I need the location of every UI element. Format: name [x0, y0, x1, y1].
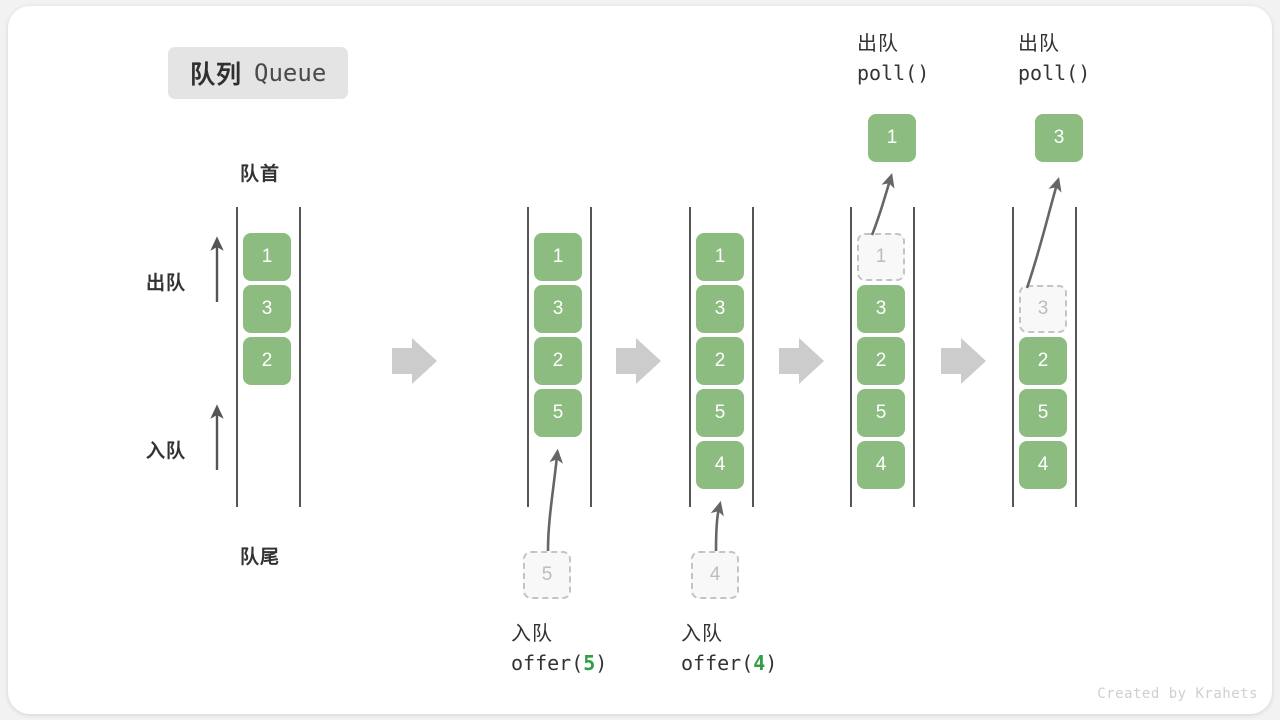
code-prefix: poll( [857, 61, 918, 85]
code-prefix: poll( [1018, 61, 1079, 85]
incoming-ghost-cell: 5 [523, 551, 571, 599]
code-suffix: ) [595, 651, 608, 675]
rail-right [590, 207, 592, 507]
enqueue-side-label: 入队 [146, 441, 187, 462]
operation-label-cn: 出队 [857, 33, 899, 55]
operation-label-cn: 入队 [511, 623, 553, 645]
queue-cell: 2 [857, 337, 905, 385]
watermark-credit: Created by Krahets [1097, 686, 1258, 702]
operation-label-poll-3: 出队 poll() [1018, 30, 1090, 88]
queue-cell: 2 [243, 337, 291, 385]
code-prefix: offer( [511, 651, 584, 675]
front-label: 队首 [240, 164, 281, 185]
operation-label-code: poll() [1018, 59, 1090, 88]
queue-cell: 4 [857, 441, 905, 489]
queue-cell: 2 [534, 337, 582, 385]
code-suffix: ) [765, 651, 778, 675]
queue-cell: 2 [1019, 337, 1067, 385]
operation-label-offer-5: 入队 offer(5) [511, 620, 607, 678]
operation-label-code: poll() [857, 59, 929, 88]
rail-left [1012, 207, 1014, 507]
rail-left [527, 207, 529, 507]
operation-label-offer-4: 入队 offer(4) [681, 620, 777, 678]
queue-cell-ghost: 3 [1019, 285, 1067, 333]
title-chinese: 队列 [190, 61, 243, 89]
title-english: Queue [254, 59, 327, 87]
rail-left [236, 207, 238, 507]
rail-right [299, 207, 301, 507]
queue-cell: 1 [534, 233, 582, 281]
popped-cell: 1 [868, 114, 916, 162]
code-prefix: offer( [681, 651, 754, 675]
queue-cell: 3 [696, 285, 744, 333]
diagram-card [8, 6, 1272, 714]
code-value: 4 [753, 651, 766, 675]
queue-cell: 4 [696, 441, 744, 489]
operation-label-cn: 出队 [1018, 33, 1060, 55]
queue-cell: 1 [696, 233, 744, 281]
rail-left [689, 207, 691, 507]
operation-label-code: offer(5) [511, 649, 607, 678]
code-suffix: ) [1078, 61, 1091, 85]
queue-cell: 3 [534, 285, 582, 333]
queue-cell: 3 [857, 285, 905, 333]
code-value: 5 [583, 651, 596, 675]
rail-right [752, 207, 754, 507]
queue-cell: 5 [1019, 389, 1067, 437]
incoming-ghost-cell: 4 [691, 551, 739, 599]
queue-cell: 5 [857, 389, 905, 437]
queue-cell: 4 [1019, 441, 1067, 489]
queue-cell: 3 [243, 285, 291, 333]
dequeue-side-label: 出队 [146, 273, 187, 294]
rail-right [913, 207, 915, 507]
queue-cell-ghost: 1 [857, 233, 905, 281]
queue-cell: 5 [696, 389, 744, 437]
rail-left [850, 207, 852, 507]
rear-label: 队尾 [240, 547, 281, 568]
code-suffix: ) [917, 61, 930, 85]
queue-cell: 5 [534, 389, 582, 437]
operation-label-code: offer(4) [681, 649, 777, 678]
queue-cell: 2 [696, 337, 744, 385]
operation-label-poll-1: 出队 poll() [857, 30, 929, 88]
diagram-title-badge: 队列 Queue [168, 47, 349, 99]
popped-cell: 3 [1035, 114, 1083, 162]
queue-cell: 1 [243, 233, 291, 281]
rail-right [1075, 207, 1077, 507]
operation-label-cn: 入队 [681, 623, 723, 645]
